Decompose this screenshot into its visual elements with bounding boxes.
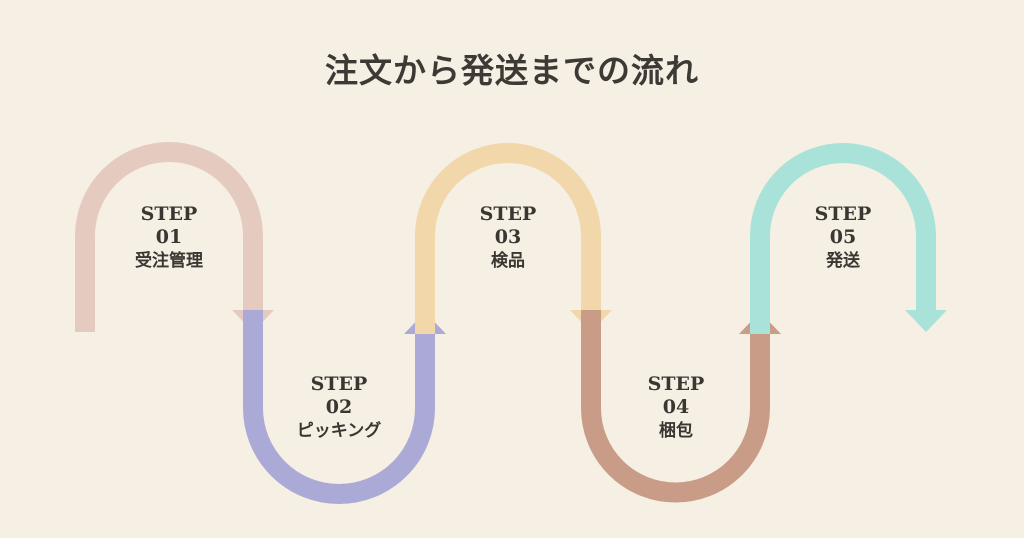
step-name: 受注管理 xyxy=(135,251,203,271)
step-number: 02 xyxy=(325,396,353,418)
step-name: ピッキング xyxy=(296,421,382,441)
step-name: 梱包 xyxy=(659,421,693,441)
step-label-3: STEP 03 検品 xyxy=(428,202,588,274)
step-number: 01 xyxy=(155,226,183,248)
step-name: 検品 xyxy=(491,251,525,271)
step-arrow-body xyxy=(243,310,435,504)
step-number: 03 xyxy=(494,226,522,248)
step-arrow-5 xyxy=(750,143,947,334)
step-number: 04 xyxy=(662,396,690,418)
step-word: STEP xyxy=(647,373,705,395)
step-arrow-body xyxy=(415,143,601,334)
diagram-title: 注文から発送までの流れ xyxy=(325,51,699,90)
step-arrow-body xyxy=(75,142,263,332)
arrow-down-icon xyxy=(905,310,947,332)
step-word: STEP xyxy=(140,203,198,225)
step-name: 発送 xyxy=(826,251,860,271)
step-label-5: STEP 05 発送 xyxy=(763,202,923,274)
step-arrow-body xyxy=(750,143,936,334)
step-label-4: STEP 04 梱包 xyxy=(596,372,756,444)
step-word: STEP xyxy=(310,373,368,395)
step-label-2: STEP 02 ピッキング xyxy=(259,372,419,444)
step-label-1: STEP 01 受注管理 xyxy=(89,202,249,274)
step-arrow-body xyxy=(581,310,770,503)
step-word: STEP xyxy=(479,203,537,225)
step-word: STEP xyxy=(814,203,872,225)
step-number: 05 xyxy=(829,226,857,248)
